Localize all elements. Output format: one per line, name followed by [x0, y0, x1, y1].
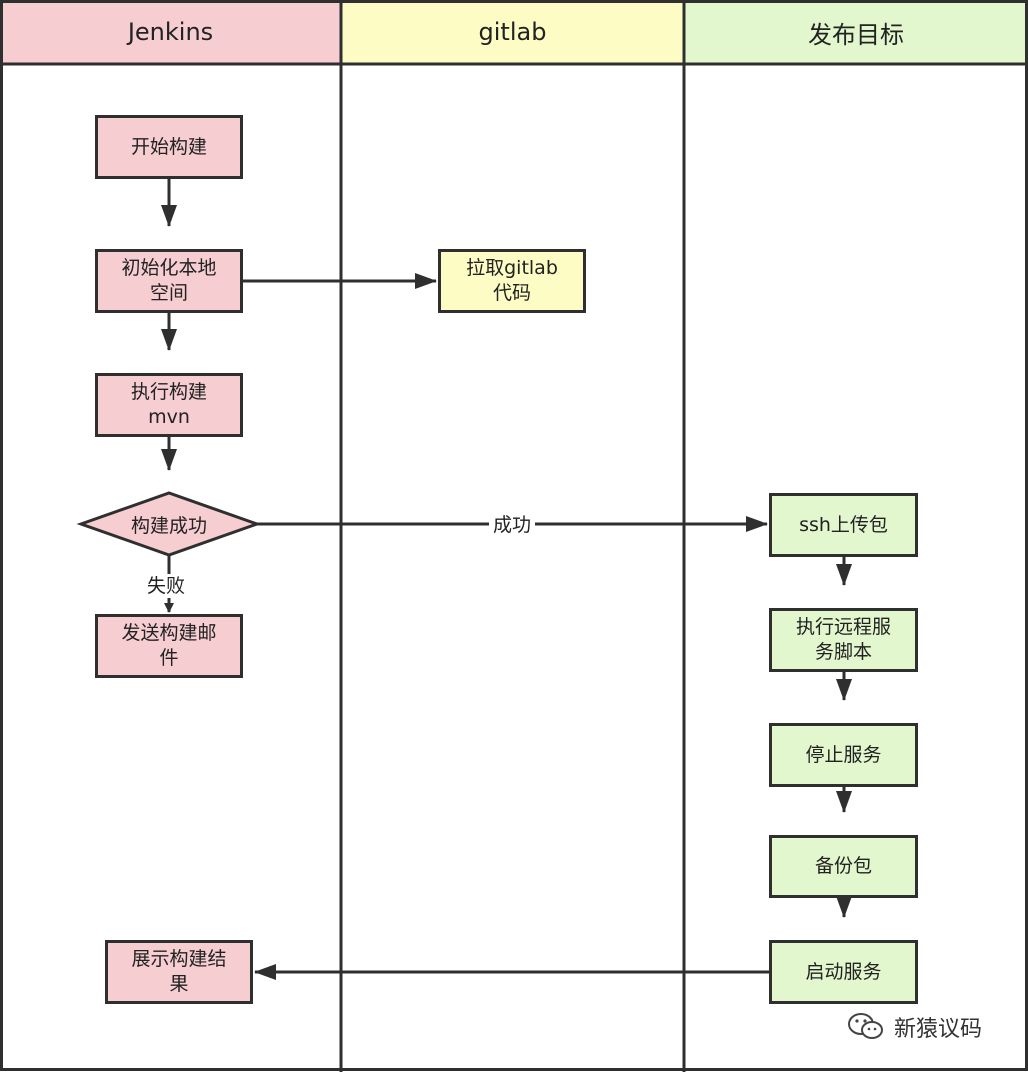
node-start-build-label: 开始构建: [130, 135, 207, 158]
wechat-icon: [848, 1013, 883, 1039]
node-ssh-upload: ssh上传包: [769, 493, 918, 557]
node-backup-package-label: 备份包: [814, 855, 872, 877]
lane-title-jenkins: Jenkins: [127, 18, 214, 46]
watermark-text: 新猿议码: [894, 1017, 983, 1042]
node-init-workspace: 初始化本地 空间: [95, 249, 243, 313]
node-stop-service-label: 停止服务: [805, 743, 882, 766]
node-send-mail: 发送构建邮 件: [95, 614, 243, 678]
edge-label-failure: 失败: [143, 574, 190, 598]
node-pull-code: 拉取gitlab 代码: [438, 249, 586, 313]
decision-label: 构建成功: [130, 514, 207, 537]
node-start-build: 开始构建: [95, 115, 243, 179]
node-stop-service: 停止服务: [769, 723, 918, 787]
node-remote-script-label: 执行远程服 务脚本: [795, 616, 891, 663]
node-init-workspace-label: 初始化本地 空间: [121, 257, 217, 304]
lane-header-target: 发布目标: [684, 0, 1028, 64]
node-start-service-label: 启动服务: [805, 960, 882, 983]
lane-title-target: 发布目标: [808, 20, 904, 49]
node-send-mail-label: 发送构建邮 件: [121, 622, 217, 669]
node-backup-package: 备份包: [769, 835, 918, 898]
lane-header-jenkins: Jenkins: [0, 0, 341, 64]
decision-label-box: 构建成功: [81, 493, 257, 555]
node-run-build: 执行构建 mvn: [95, 373, 243, 437]
node-start-service: 启动服务: [769, 940, 918, 1004]
node-remote-script: 执行远程服 务脚本: [769, 608, 918, 672]
node-ssh-upload-label: ssh上传包: [799, 513, 888, 536]
watermark: 新猿议码: [846, 1010, 982, 1044]
lane-header-gitlab: gitlab: [341, 0, 684, 64]
edge-label-success: 成功: [489, 513, 536, 537]
node-show-result: 展示构建结 果: [105, 940, 253, 1004]
node-pull-code-label: 拉取gitlab 代码: [466, 257, 558, 304]
node-show-result-label: 展示构建结 果: [131, 948, 227, 995]
node-run-build-label: 执行构建 mvn: [130, 381, 207, 428]
lane-title-gitlab: gitlab: [478, 18, 547, 46]
